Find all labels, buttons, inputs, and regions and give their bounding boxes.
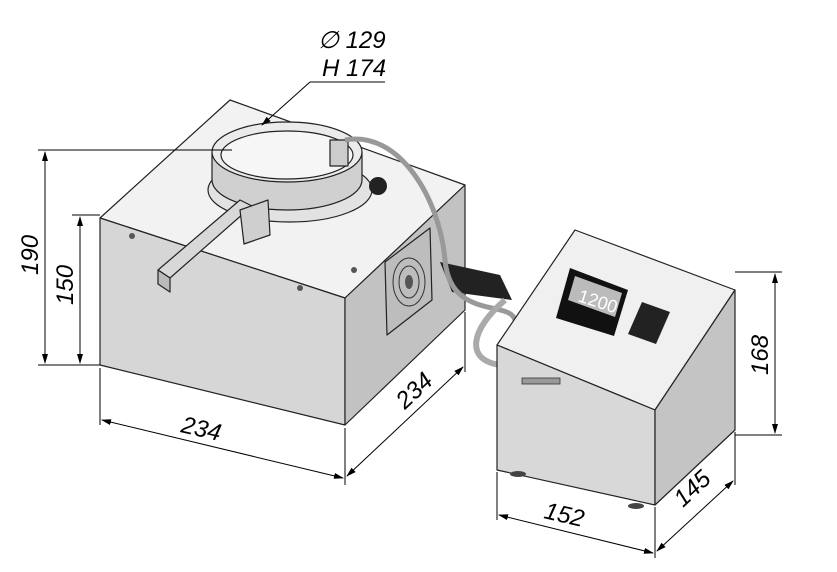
- power-switch[interactable]: [628, 302, 670, 344]
- fan-grille-icon: [392, 257, 426, 307]
- latch: [521, 377, 561, 385]
- dim-width: 234: [178, 411, 224, 447]
- thermocouple-knob: [369, 177, 387, 195]
- callout-height: H 174: [322, 55, 386, 82]
- callout-diameter: ∅ 129: [318, 27, 386, 54]
- crucible-inner: [220, 130, 354, 180]
- control-box: 1200: [496, 229, 736, 509]
- dim-height-box: 150: [52, 264, 79, 305]
- handle-clamp: [239, 199, 271, 245]
- handle-end: [157, 269, 171, 293]
- dim-control-height: 168: [747, 334, 774, 375]
- control-side-face: [654, 289, 736, 506]
- dim-height-total: 190: [17, 234, 44, 275]
- heater-unit: [99, 99, 512, 426]
- thermocouple-clamp: [329, 139, 349, 167]
